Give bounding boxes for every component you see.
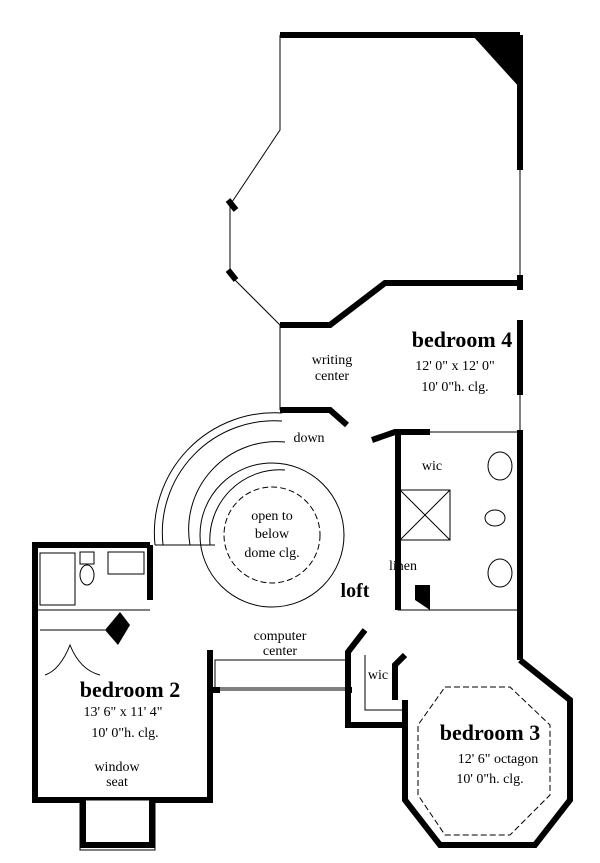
room-ceiling: 10' 0"h. clg. bbox=[421, 380, 488, 395]
dome-ceiling-label: dome clg. bbox=[244, 546, 299, 561]
wic-label-bedroom-4: wic bbox=[422, 459, 442, 474]
window-seat-label: window bbox=[94, 760, 140, 775]
room-size: 13' 6" x 11' 4" bbox=[84, 705, 163, 720]
loft-label: loft bbox=[341, 580, 370, 602]
bedroom-4-bath bbox=[371, 429, 521, 611]
dome-opening bbox=[199, 462, 345, 608]
computer-center-label-2: center bbox=[263, 644, 298, 659]
room-size: 12' 6" octagon bbox=[458, 752, 539, 767]
open-to-below-label-2: below bbox=[255, 527, 290, 542]
room-ceiling: 10' 0"h. clg. bbox=[456, 772, 523, 787]
wic-label-bedroom-3: wic bbox=[368, 668, 388, 683]
room-size: 12' 0" x 12' 0" bbox=[415, 359, 494, 374]
computer-center-walls bbox=[210, 659, 352, 693]
room-ceiling: 10' 0"h. clg. bbox=[91, 726, 158, 741]
room-name: bedroom 2 bbox=[80, 677, 180, 702]
bedroom-3-label: bedroom 3 12' 6" octagon 10' 0"h. clg. bbox=[440, 720, 540, 787]
open-to-below-label: open to bbox=[251, 509, 293, 524]
room-name: bedroom 4 bbox=[412, 327, 512, 352]
computer-center-label: computer bbox=[254, 629, 307, 644]
writing-center-walls bbox=[279, 325, 349, 428]
staircase bbox=[153, 412, 286, 546]
linen-label: linen bbox=[389, 559, 417, 574]
bedroom-2-walls bbox=[32, 542, 213, 851]
window-seat-label-2: seat bbox=[106, 775, 128, 790]
stair-down-label: down bbox=[293, 431, 324, 446]
writing-center-label-2: center bbox=[315, 369, 350, 384]
room-name: bedroom 3 bbox=[440, 720, 540, 745]
bedroom-3-walls bbox=[402, 657, 573, 848]
corner-fill bbox=[472, 35, 520, 88]
writing-center-label: writing bbox=[312, 353, 352, 368]
bedroom-2-label: bedroom 2 13' 6" x 11' 4" 10' 0"h. clg. bbox=[80, 677, 180, 741]
bedroom-4-label: bedroom 4 12' 0" x 12' 0" 10' 0"h. clg. bbox=[412, 327, 512, 395]
